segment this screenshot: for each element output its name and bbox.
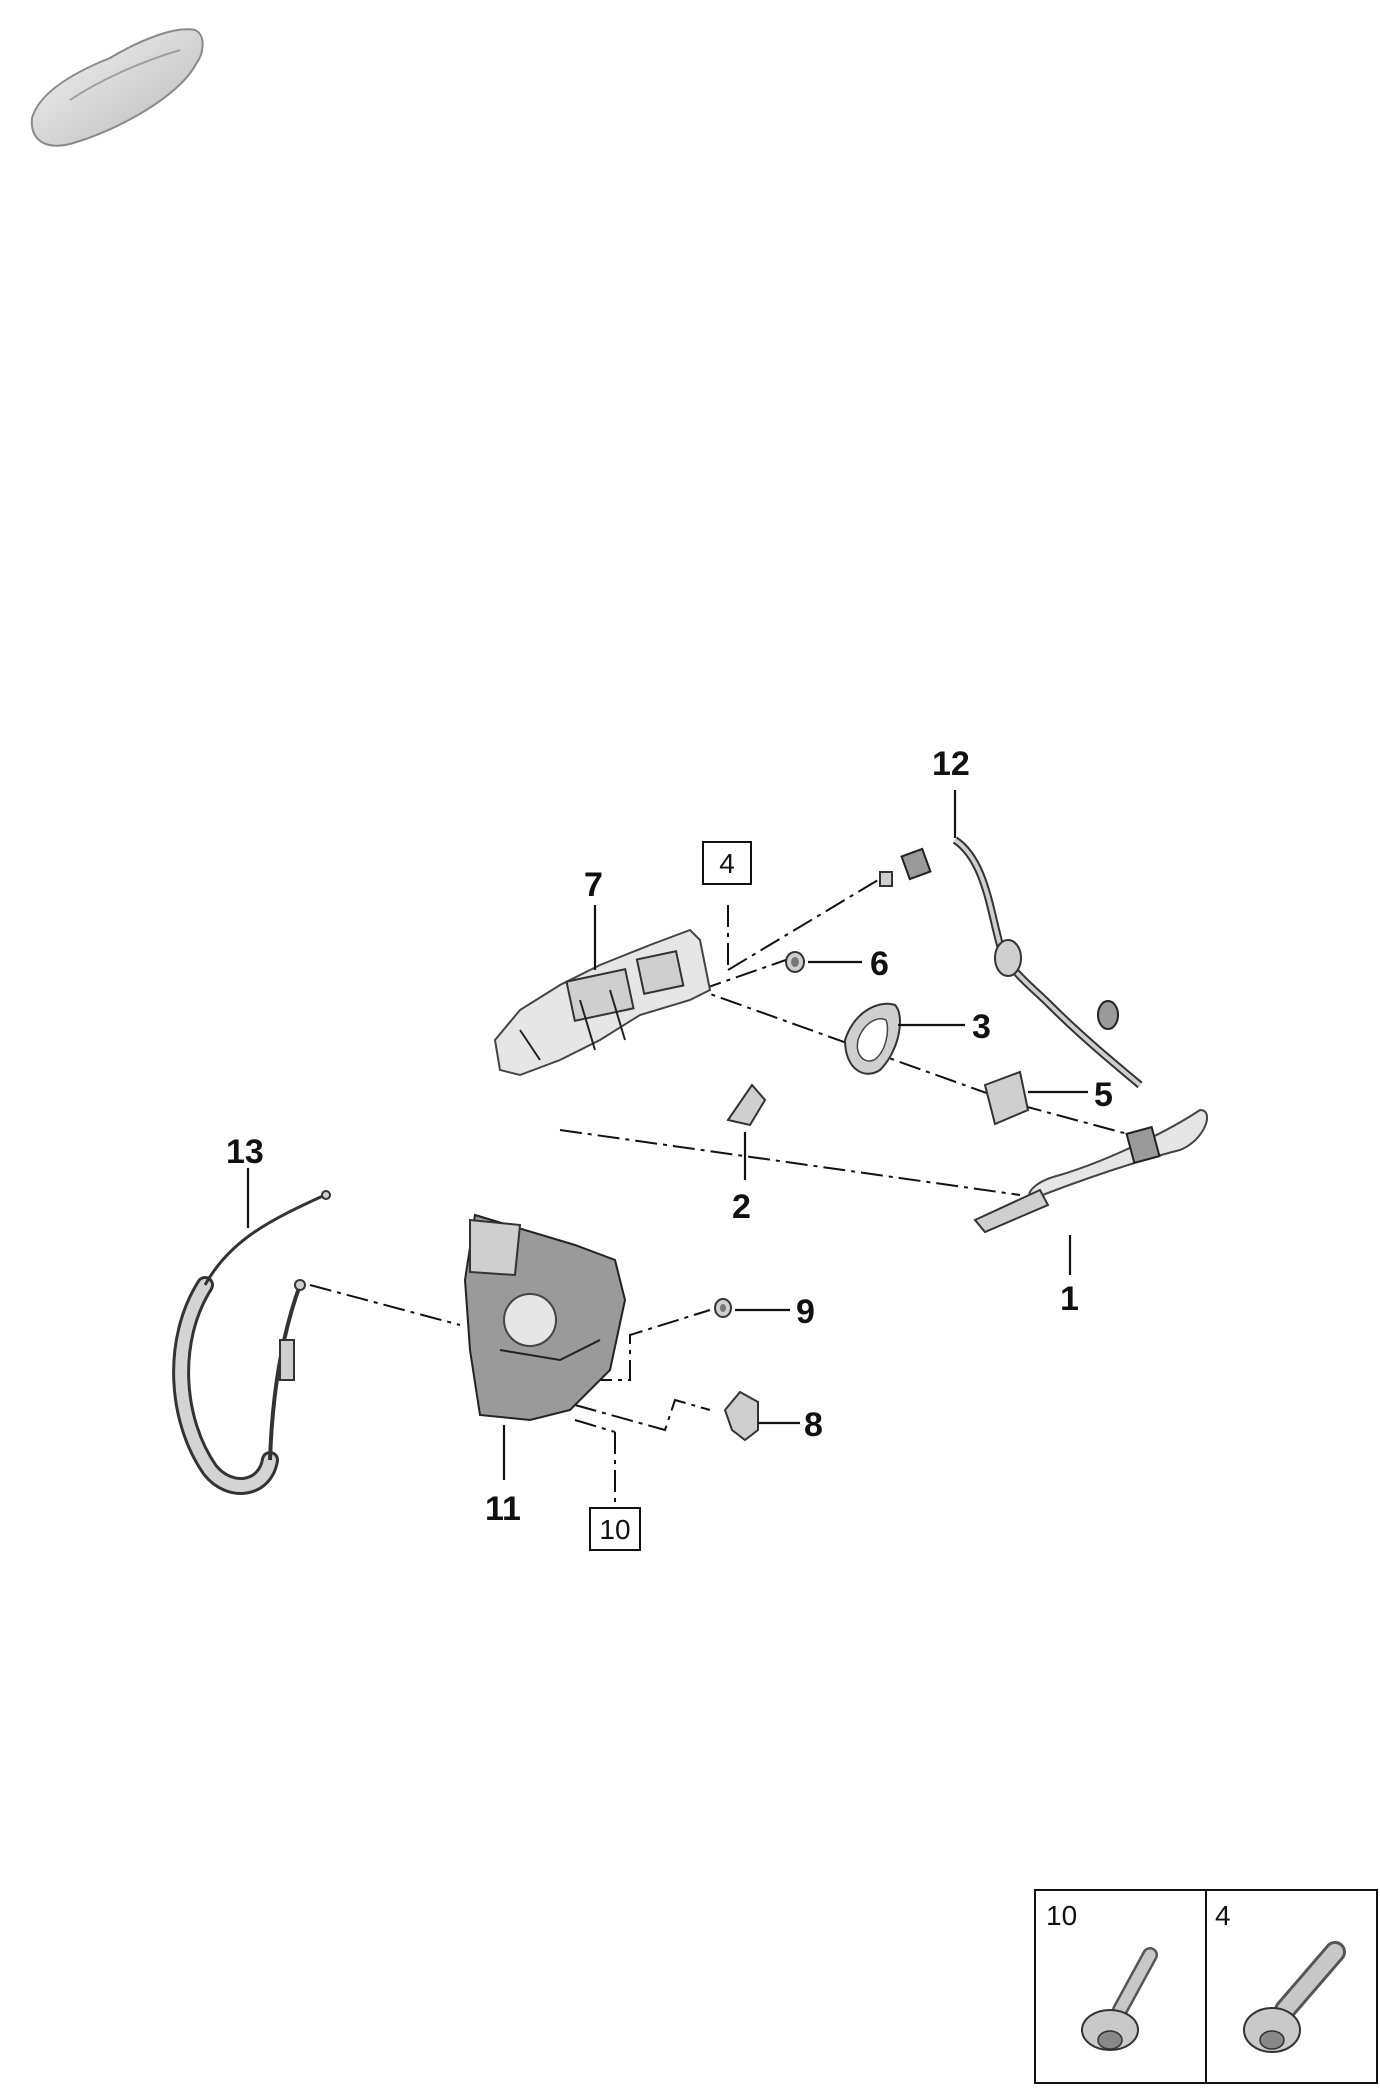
part-9-grommet	[714, 1298, 732, 1318]
callout-12: 12	[932, 745, 970, 783]
callout-11: 11	[485, 1490, 521, 1528]
boxed-ref-10: 10	[589, 1507, 641, 1551]
part-3-seal	[843, 1002, 901, 1075]
screw-4-icon	[1243, 1941, 1346, 2053]
callout-6: 6	[870, 945, 889, 983]
assembly-lines	[309, 879, 1151, 1505]
callout-9: 9	[796, 1293, 815, 1331]
boxed-ref-4: 4	[702, 841, 752, 885]
part-2-gasket	[726, 1083, 767, 1127]
part-13-release-cable	[172, 1190, 331, 1495]
callout-3: 3	[972, 1008, 991, 1046]
callout-labels: 12 7 6 3 5 2 1 13 9 8 11	[226, 745, 1113, 1528]
callout-2: 2	[732, 1188, 751, 1226]
part-7-handle-bracket	[493, 928, 712, 1077]
callout-8: 8	[804, 1406, 823, 1444]
leader-lines	[246, 790, 1088, 1480]
legend-label-4: 4	[1215, 1900, 1231, 1931]
part-11-door-lock	[463, 1213, 627, 1422]
svg-text:4: 4	[719, 848, 735, 879]
part-5-cover-cap	[983, 1070, 1030, 1126]
screw-10-icon	[1081, 1947, 1158, 2051]
callout-7: 7	[584, 866, 603, 904]
callout-1: 1	[1060, 1280, 1079, 1318]
part-8-clip	[723, 1390, 759, 1442]
svg-text:10: 10	[599, 1514, 630, 1545]
part-12-cable	[879, 836, 1143, 1089]
fastener-legend: 10 4	[1034, 1889, 1378, 2084]
callout-5: 5	[1094, 1076, 1113, 1114]
car-silhouette-icon	[30, 28, 204, 147]
callout-13: 13	[226, 1133, 264, 1171]
part-6-grommet	[785, 951, 805, 973]
legend-label-10: 10	[1046, 1900, 1077, 1931]
part-1-door-handle	[973, 1108, 1209, 1234]
